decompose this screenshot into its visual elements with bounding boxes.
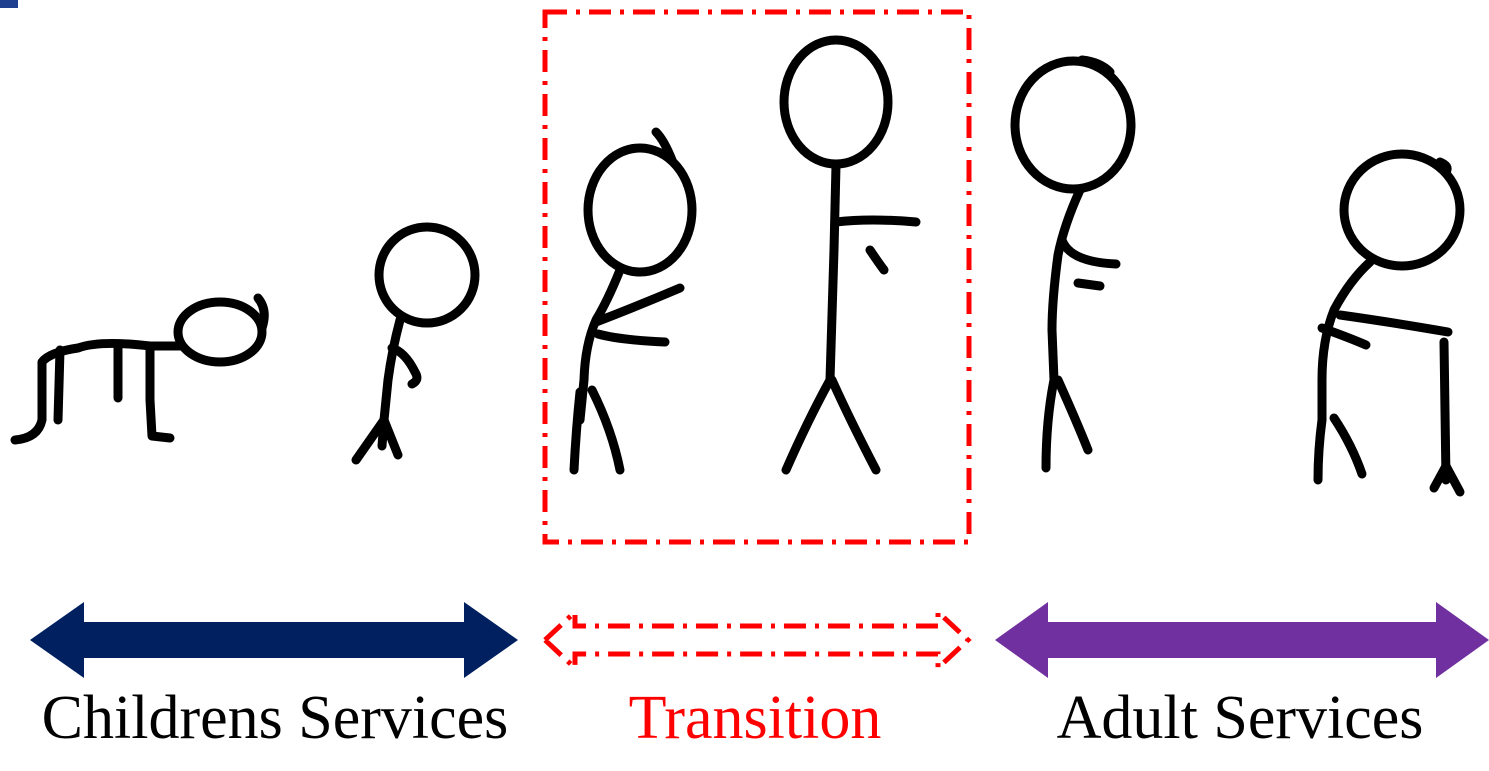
corner-mark <box>0 0 18 8</box>
stick-figures <box>10 35 1465 497</box>
adult-services-arrow <box>995 602 1489 678</box>
childrens-services-arrow <box>30 602 518 678</box>
elderly-figure-with-cane <box>1313 149 1465 497</box>
adult-services-label: Adult Services <box>1056 684 1424 752</box>
crawling-baby-figure <box>10 293 269 445</box>
transition-arrow <box>541 606 972 674</box>
transition-label: Transition <box>628 684 882 752</box>
teen-figure <box>569 127 697 475</box>
toddler-figure <box>351 222 480 465</box>
childrens-services-label: Childrens Services <box>41 684 509 752</box>
adult-figure <box>1010 55 1136 473</box>
transition-box <box>542 9 972 545</box>
young-adult-figure <box>779 35 921 475</box>
